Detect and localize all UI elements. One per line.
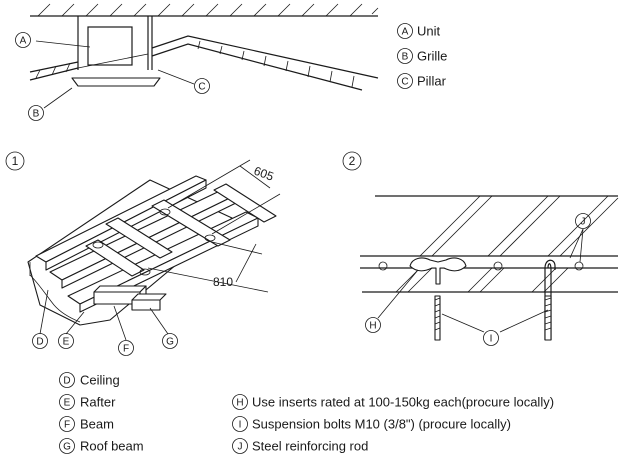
svg-text:E: E (63, 337, 70, 348)
roof-hatching (35, 40, 355, 88)
legend-item-grille: B Grille (397, 48, 447, 64)
svg-text:F: F (123, 344, 129, 355)
callout-C: C (194, 78, 210, 94)
svg-text:810: 810 (213, 275, 233, 289)
svg-text:G: G (166, 337, 174, 348)
callout-H: H (365, 317, 381, 333)
slab-hatching (37, 3, 379, 17)
figure-1-wood-frame: 1 605 (5, 151, 281, 356)
callout-B: B (28, 105, 44, 121)
bolt-thread-1 (434, 297, 441, 331)
svg-text:Grille: Grille (417, 49, 447, 64)
svg-text:Unit: Unit (417, 24, 441, 39)
svg-text:G: G (63, 442, 71, 453)
svg-text:C: C (198, 82, 205, 93)
svg-text:Suspension bolts M10 (3/8") (p: Suspension bolts M10 (3/8") (procure loc… (252, 417, 511, 432)
legend-item-unit: A Unit (397, 23, 441, 39)
legend-item-beam: F Beam (59, 416, 114, 432)
callout-F: F (118, 340, 134, 356)
svg-text:D: D (36, 337, 43, 348)
callout-J: J (575, 213, 591, 229)
unit-section-drawing: A B C (15, 3, 379, 121)
figure-2-number: 2 (342, 151, 362, 171)
svg-text:Roof beam: Roof beam (80, 439, 144, 454)
svg-text:Rafter: Rafter (80, 395, 116, 410)
svg-text:A: A (20, 36, 27, 47)
svg-text:A: A (402, 27, 409, 38)
svg-text:F: F (64, 420, 70, 431)
figure-1-legend: D Ceiling E Rafter F Beam G Roof beam (59, 372, 144, 454)
legend-item-ceiling: D Ceiling (59, 372, 120, 388)
svg-text:H: H (236, 398, 243, 409)
top-legend: A Unit B Grille C Pillar (397, 23, 447, 89)
svg-text:2: 2 (349, 154, 356, 168)
svg-text:B: B (402, 52, 409, 63)
figure-2-legend: H Use inserts rated at 100-150kg each(pr… (232, 394, 554, 454)
figure-2-concrete-slab: 2 (342, 151, 619, 346)
callout-I: I (483, 330, 499, 346)
svg-text:Use inserts rated at 100-150kg: Use inserts rated at 100-150kg each(proc… (252, 395, 554, 410)
svg-text:Beam: Beam (80, 417, 114, 432)
legend-item-inserts: H Use inserts rated at 100-150kg each(pr… (232, 394, 554, 410)
svg-text:Ceiling: Ceiling (80, 373, 120, 388)
legend-item-roof-beam: G Roof beam (59, 438, 144, 454)
callout-E: E (58, 333, 74, 349)
bolt-thread-2 (544, 297, 552, 331)
slab-diagonals (395, 195, 619, 293)
figure-1-number: 1 (5, 151, 25, 171)
legend-item-pillar: C Pillar (397, 73, 447, 89)
svg-text:J: J (238, 442, 243, 453)
legend-item-steel-rod: J Steel reinforcing rod (232, 438, 368, 454)
callout-A: A (15, 32, 31, 48)
svg-text:E: E (64, 398, 71, 409)
svg-text:Steel reinforcing rod: Steel reinforcing rod (252, 439, 368, 454)
svg-text:D: D (63, 376, 70, 387)
svg-text:Pillar: Pillar (417, 74, 447, 89)
callout-G: G (162, 333, 178, 349)
svg-text:605: 605 (252, 164, 276, 184)
callout-D: D (32, 333, 48, 349)
svg-text:1: 1 (12, 154, 19, 168)
svg-text:C: C (401, 77, 408, 88)
legend-item-suspension-bolts: I Suspension bolts M10 (3/8") (procure l… (232, 416, 511, 432)
svg-text:I: I (239, 420, 242, 431)
legend-item-rafter: E Rafter (59, 394, 116, 410)
svg-text:H: H (369, 321, 376, 332)
svg-text:B: B (33, 109, 40, 120)
svg-text:J: J (581, 217, 586, 228)
svg-text:I: I (490, 334, 493, 345)
